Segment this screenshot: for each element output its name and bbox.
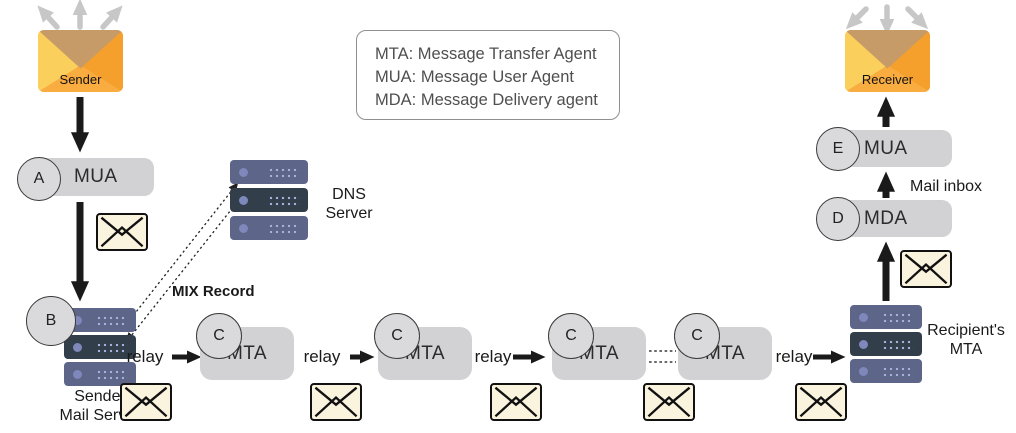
mda-label: MDA	[864, 207, 908, 229]
legend-line-mta: MTA: Message Transfer Agent	[375, 45, 597, 63]
step-badge-c3: C	[548, 313, 594, 359]
envelope-icon	[900, 250, 952, 288]
envelope-icon	[490, 383, 542, 421]
server-slab	[230, 216, 308, 240]
label-line: Recipient's	[927, 322, 1005, 339]
dns-server-label: DNS Server	[318, 186, 380, 224]
step-badge-d: D	[816, 197, 860, 241]
dotted-continuation-link	[649, 350, 676, 363]
step-badge-b: B	[26, 296, 76, 346]
receiver-envelope-icon: Receiver	[845, 30, 930, 92]
envelope-icon	[795, 383, 847, 421]
dns-query-arrow	[120, 182, 239, 332]
envelope-icon	[643, 383, 695, 421]
receiver-label: Receiver	[861, 72, 914, 87]
legend-line-mda: MDA: Message Delivery agent	[375, 91, 598, 109]
server-slab	[230, 160, 308, 184]
relay-label-2: relay	[303, 347, 341, 366]
sender-mail-server-icon	[64, 308, 136, 386]
outgoing-arrows-icon	[37, 0, 123, 30]
relay-label-4: relay	[775, 347, 813, 366]
server-slab	[64, 308, 136, 332]
server-slab	[850, 332, 922, 356]
relay-label-1: relay	[126, 347, 164, 366]
label-line: Sender	[74, 388, 126, 405]
step-badge-e: E	[816, 127, 860, 171]
server-slab	[850, 359, 922, 383]
sender-envelope-icon: Sender	[38, 30, 123, 92]
step-badge-c4: C	[674, 313, 720, 359]
dns-server-icon	[230, 160, 308, 240]
server-slab	[850, 305, 922, 329]
label-line: MTA	[949, 340, 983, 358]
relay-label-3: relay	[474, 347, 512, 366]
envelope-icon	[120, 383, 172, 421]
step-badge-a: A	[17, 157, 61, 201]
mua-sender-label: MUA	[74, 166, 118, 187]
mix-record-label: MIX Record	[172, 283, 255, 300]
envelope-icon	[310, 383, 362, 421]
label-line: Server	[325, 204, 373, 222]
legend-line-mua: MUA: Message User Agent	[375, 68, 574, 86]
step-badge-c2: C	[374, 313, 420, 359]
mail-inbox-label: Mail inbox	[910, 178, 983, 195]
server-slab	[64, 362, 136, 386]
sender-label: Sender	[59, 72, 102, 87]
step-badge-c1: C	[196, 313, 242, 359]
mua-receiver-label: MUA	[864, 137, 908, 159]
server-slab	[230, 188, 308, 212]
legend-box: MTA: Message Transfer Agent MUA: Message…	[356, 30, 620, 120]
incoming-arrows-icon	[845, 4, 929, 36]
label-line: DNS	[332, 186, 366, 203]
envelope-icon	[96, 213, 148, 251]
recipients-mta-label: Recipient's MTA	[918, 322, 1014, 360]
recipients-mta-server-icon	[850, 305, 922, 383]
server-slab	[64, 335, 136, 359]
